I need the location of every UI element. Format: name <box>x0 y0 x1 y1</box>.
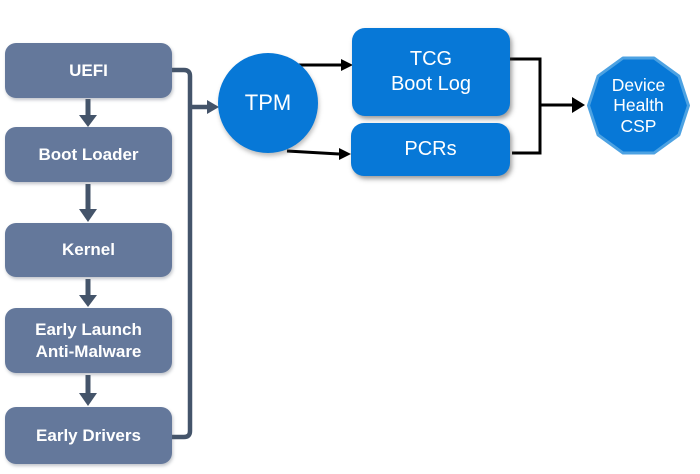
connector-boot-chain-to-tpm <box>172 67 219 440</box>
node-tpm: TPM <box>218 53 318 153</box>
node-tcg-boot-log-label: TCG Boot Log <box>390 48 472 95</box>
arrow-uefi-to-boot-loader <box>79 99 97 127</box>
arrow-tpm-to-pcrs <box>286 148 351 160</box>
node-kernel: Kernel <box>5 223 172 277</box>
node-kernel-label: Kernel <box>62 240 115 260</box>
node-tpm-label: TPM <box>244 90 292 116</box>
arrow-boot-loader-to-kernel <box>79 184 97 222</box>
node-device-health-csp-label: Device Health CSP <box>611 74 666 136</box>
node-boot-loader-label: Boot Loader <box>38 144 139 164</box>
node-pcrs-label: PCRs <box>404 138 457 160</box>
node-early-drivers-label: Early Drivers <box>36 425 141 445</box>
node-uefi: UEFI <box>5 43 172 98</box>
arrow-kernel-to-early-launch-anti-malware <box>79 279 97 307</box>
arrow-early-launch-anti-malware-to-early-drivers <box>79 375 97 406</box>
node-boot-loader: Boot Loader <box>5 127 172 182</box>
node-early-drivers: Early Drivers <box>5 407 172 464</box>
connector-measurements-to-device-health-csp <box>510 57 585 155</box>
decagon-shape <box>587 56 690 155</box>
node-device-health-csp: Device Health CSP <box>586 53 691 158</box>
node-pcrs: PCRs <box>351 123 510 176</box>
node-tcg-boot-log: TCG Boot Log <box>352 28 510 116</box>
node-early-launch-anti-malware: Early Launch Anti-Malware <box>5 308 172 373</box>
node-early-launch-anti-malware-label: Early Launch Anti-Malware <box>35 320 142 361</box>
node-uefi-label: UEFI <box>69 60 108 80</box>
